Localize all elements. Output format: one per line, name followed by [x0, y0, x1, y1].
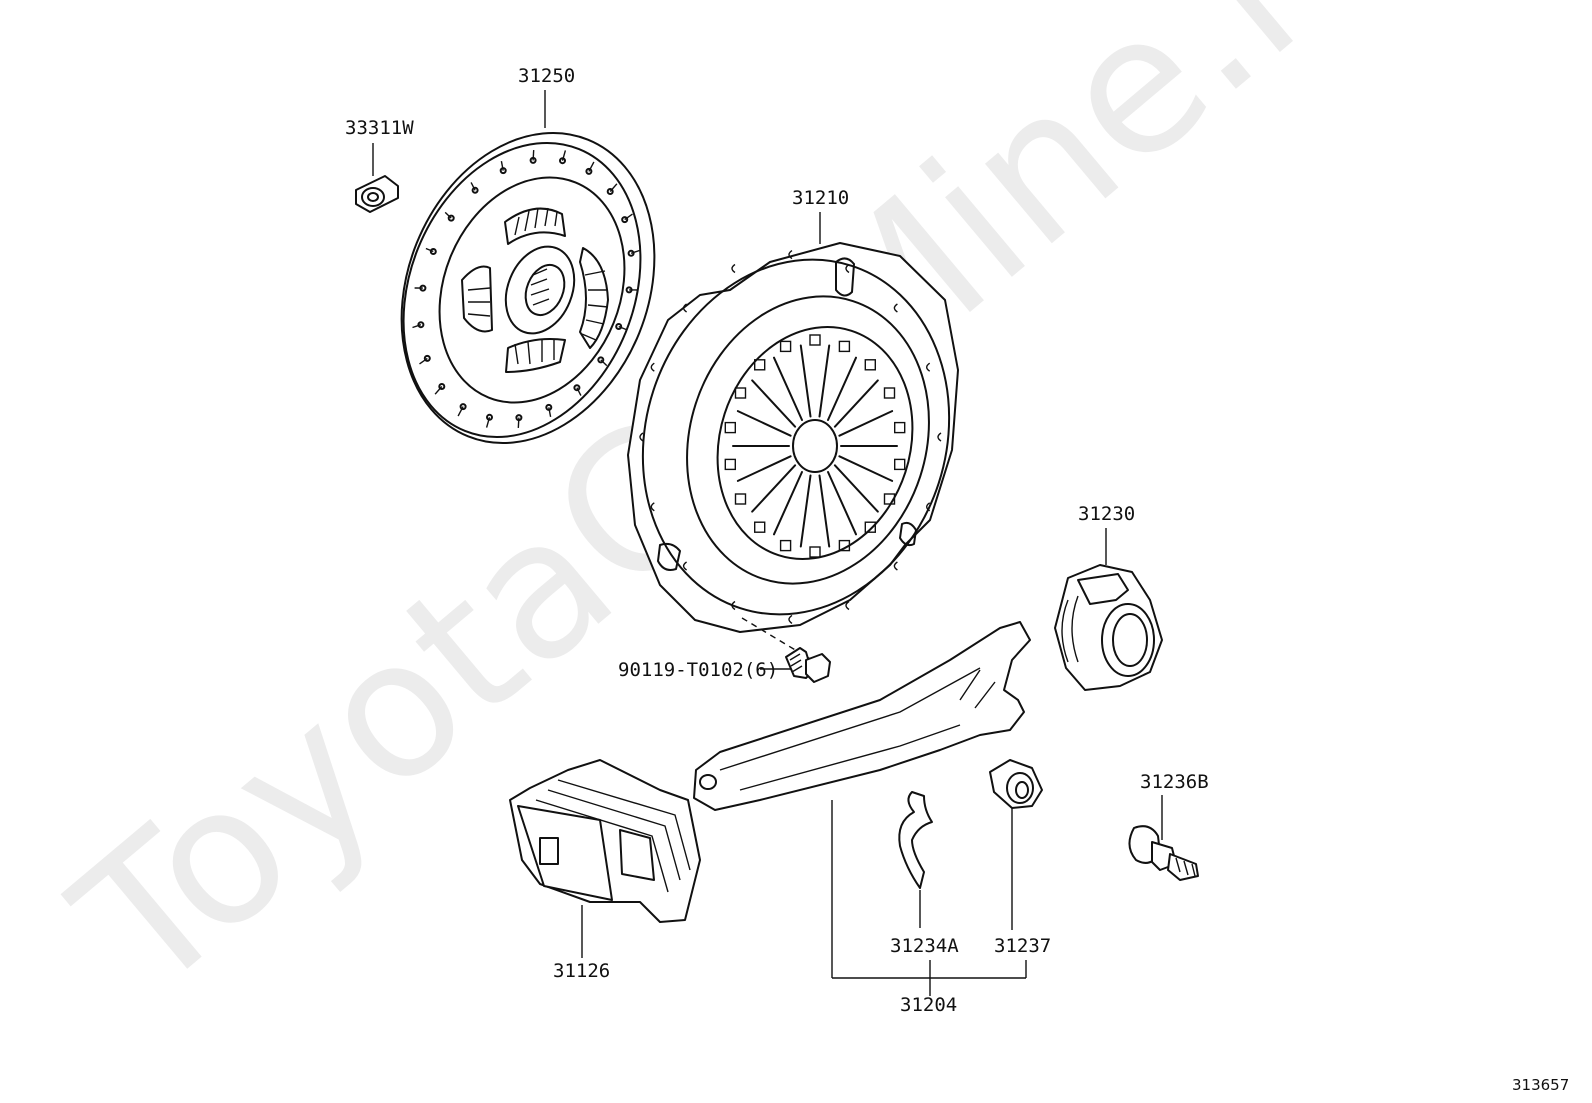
label-90119-T0102[interactable]: 90119-T0102(6) — [618, 659, 778, 681]
label-31204[interactable]: 31204 — [900, 994, 957, 1016]
fork-boot-drawing — [510, 760, 700, 958]
fork-clip-drawing — [899, 792, 932, 928]
label-31250[interactable]: 31250 — [518, 65, 575, 87]
release-bearing-drawing — [1055, 528, 1162, 690]
label-33311W[interactable]: 33311W — [345, 117, 414, 139]
pivot-bush-drawing — [990, 760, 1042, 930]
pilot-bearing-drawing — [356, 143, 398, 212]
cover-hole — [732, 265, 735, 273]
label-31234A[interactable]: 31234A — [890, 935, 959, 957]
label-31210[interactable]: 31210 — [792, 187, 849, 209]
cover-hole — [894, 562, 897, 570]
label-31236B[interactable]: 31236B — [1140, 771, 1209, 793]
fork-pivot-drawing — [1129, 795, 1198, 880]
fork-assy-bracket — [832, 800, 1026, 996]
disc-groove — [533, 150, 534, 160]
label-31237[interactable]: 31237 — [994, 935, 1051, 957]
label-31126[interactable]: 31126 — [553, 960, 610, 982]
diagram-reference: 313657 — [1512, 1076, 1569, 1094]
disc-groove — [518, 418, 519, 428]
label-31230[interactable]: 31230 — [1078, 503, 1135, 525]
release-fork-drawing — [694, 622, 1030, 810]
